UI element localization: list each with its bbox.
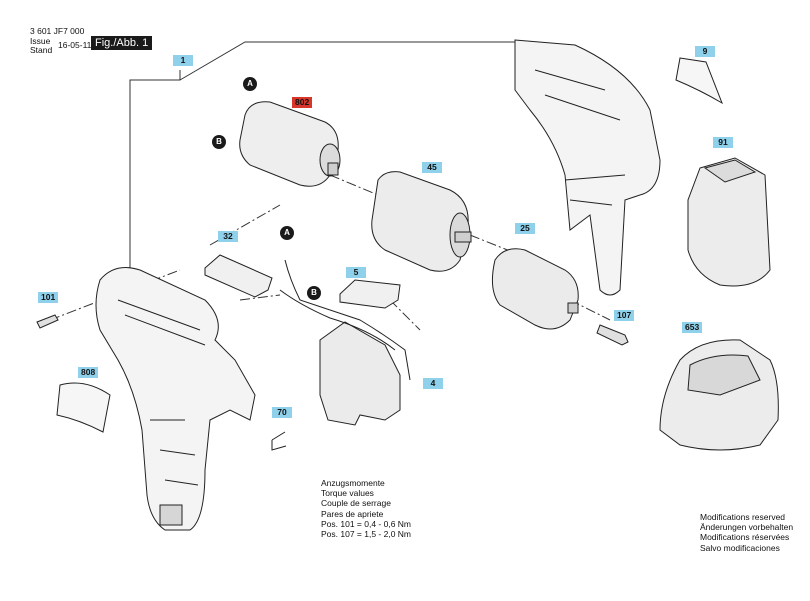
spring-70 <box>271 431 287 451</box>
torque-notes: Anzugsmomente Torque values Couple de se… <box>321 478 411 539</box>
part-label-45: 45 <box>422 162 442 173</box>
switch-32 <box>204 254 273 298</box>
nameplate-9 <box>675 57 723 105</box>
part-label-9: 9 <box>695 46 715 57</box>
torque-title-es: Pares de apriete <box>321 508 384 519</box>
part-label-802: 802 <box>292 97 313 108</box>
part-label-1: 1 <box>173 55 193 66</box>
part-label-32: 32 <box>218 231 238 242</box>
figure-label: Fig./Abb. 1 <box>91 36 153 50</box>
marker-a-wire: A <box>280 226 294 240</box>
part-label-101: 101 <box>38 292 59 303</box>
slider-5 <box>339 279 401 309</box>
motor-802 <box>239 101 341 187</box>
torque-title-fr: Couple de serrage <box>321 498 391 509</box>
torque-pos-107: Pos. 107 = 1,5 - 2,0 Nm <box>321 529 412 540</box>
part-label-107: 107 <box>614 310 635 321</box>
marker-a-motor: A <box>243 77 257 91</box>
torque-title-en: Torque values <box>321 488 374 499</box>
assembly-axis <box>49 174 611 321</box>
torque-title-de: Anzugsmomente <box>321 478 385 488</box>
leader-line-1b <box>179 41 515 81</box>
issue-date: 16-05-11 <box>58 40 92 50</box>
battery-91 <box>687 157 771 287</box>
stand-label: Stand <box>30 45 53 55</box>
housing-left <box>95 267 256 531</box>
leader-line-1 <box>129 70 181 280</box>
housing-right <box>514 39 661 296</box>
modifications-note: Modifications reserved Änderungen vorbeh… <box>700 512 793 553</box>
modifications-en: Modifications reserved <box>700 512 786 522</box>
marker-b-wire: B <box>307 286 321 300</box>
nameplate-808 <box>56 382 111 433</box>
drawing-number: 3 601 JF7 000 <box>30 26 85 36</box>
charger-653 <box>659 339 779 451</box>
part-label-4: 4 <box>423 378 443 389</box>
part-label-808: 808 <box>78 367 99 378</box>
issue-label: Issue <box>30 36 51 46</box>
assembly-axis-2 <box>239 294 421 331</box>
modifications-es: Salvo modificaciones <box>700 542 780 553</box>
part-label-70: 70 <box>272 407 292 418</box>
part-label-25: 25 <box>515 223 535 234</box>
chuck-25 <box>491 248 579 330</box>
screw-101 <box>36 314 59 329</box>
screw-107 <box>596 324 629 346</box>
gearbox-45 <box>371 171 472 272</box>
part-label-653: 653 <box>682 322 703 333</box>
modifications-de: Änderungen vorbehalten <box>700 522 794 533</box>
marker-b-motor: B <box>212 135 226 149</box>
torque-pos-101: Pos. 101 = 0,4 - 0,6 Nm <box>321 518 412 529</box>
part-label-5: 5 <box>346 267 366 278</box>
part-label-91: 91 <box>713 137 733 148</box>
modifications-fr: Modifications réservées <box>700 532 790 543</box>
electronic-module-4 <box>279 259 411 426</box>
